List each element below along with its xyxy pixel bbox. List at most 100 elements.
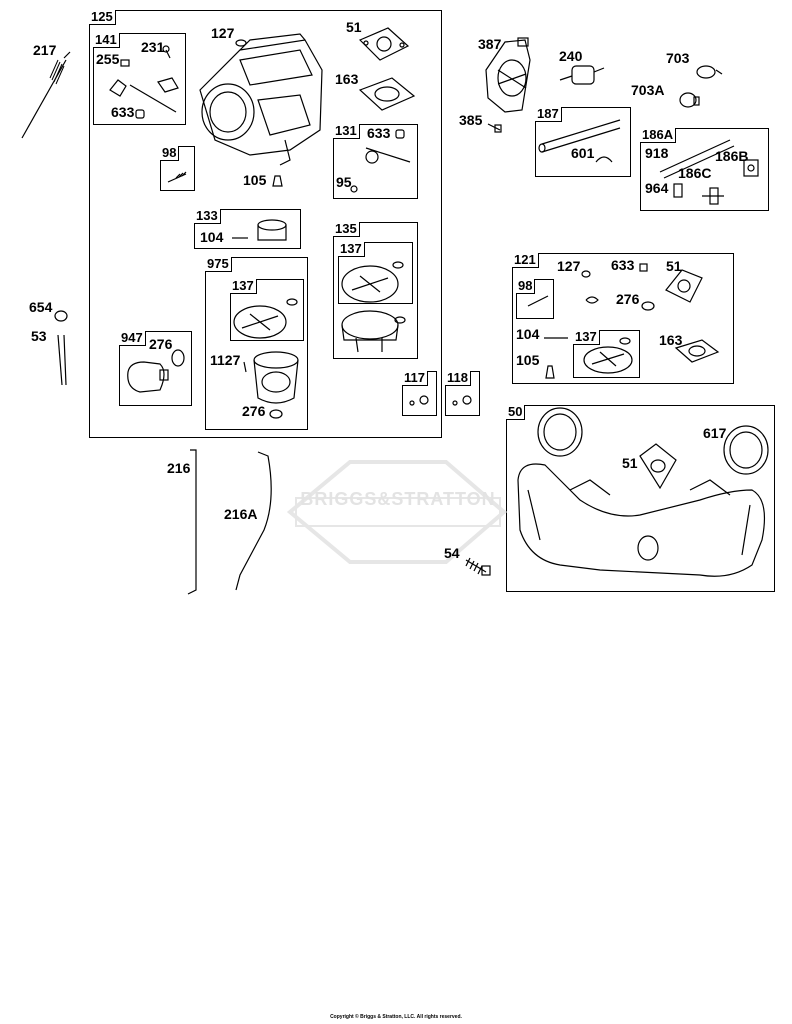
copyright-notice: Copyright © Briggs & Stratton, LLC. All … <box>330 1014 462 1020</box>
label-186C: 186C <box>678 165 712 181</box>
jet-105a-icon <box>272 175 283 187</box>
label-95: 95 <box>336 174 352 190</box>
diaphragm-137a-icon <box>341 261 404 303</box>
box-label-131: 131 <box>333 124 360 139</box>
fitting-186C-icon <box>702 187 724 205</box>
box-label-125: 125 <box>89 10 116 25</box>
label-703A: 703A <box>631 82 665 98</box>
box-label-50: 50 <box>506 405 526 420</box>
screw-117-icon <box>409 395 429 406</box>
assembly-box-975 <box>205 257 308 430</box>
label-105a: 105 <box>243 172 267 188</box>
label-964: 964 <box>645 180 669 196</box>
label-387: 387 <box>478 36 502 52</box>
screw-98a-icon <box>167 171 187 183</box>
label-633b: 633 <box>367 125 391 141</box>
label-104a: 104 <box>200 229 224 245</box>
assembly-box-187 <box>535 107 631 177</box>
assembly-box-141 <box>93 33 186 125</box>
label-186B: 186B <box>715 148 749 164</box>
label-601: 601 <box>571 145 595 161</box>
label-703: 703 <box>666 50 690 66</box>
fuel-pump-387-icon <box>485 37 531 113</box>
label-217: 217 <box>33 42 57 58</box>
float-133-icon <box>232 219 287 241</box>
oring-276c-icon <box>641 301 655 311</box>
fuel-line-187-icon <box>538 119 621 163</box>
diaphragm-137b-icon <box>233 298 298 339</box>
fuel-line-918-icon <box>659 139 735 179</box>
stud-53-icon <box>57 334 67 386</box>
label-385: 385 <box>459 112 483 128</box>
fuel-filter-240-icon <box>559 65 605 85</box>
box-label-187: 187 <box>535 107 562 122</box>
ring-127-icon <box>235 39 247 47</box>
nut-654-icon <box>54 310 68 322</box>
assembly-box-186A <box>640 128 769 211</box>
assembly-box-135 <box>333 222 418 359</box>
label-231: 231 <box>141 39 165 55</box>
label-276b: 276 <box>242 403 266 419</box>
box-label-137a: 137 <box>338 242 365 257</box>
box-label-133: 133 <box>194 209 221 224</box>
spring-121-icon <box>585 296 599 304</box>
clamp-703A-icon <box>679 92 700 108</box>
screw-98b-icon <box>527 295 549 307</box>
box-label-135: 135 <box>333 222 360 237</box>
label-654: 654 <box>29 299 53 315</box>
clamp-703-icon <box>696 65 723 79</box>
valve-186B-icon <box>743 159 759 177</box>
jet-105b-icon <box>545 365 555 379</box>
rod-216A-icon <box>235 451 272 591</box>
assembly-box-50 <box>506 405 775 592</box>
label-918: 918 <box>645 145 669 161</box>
label-216: 216 <box>167 460 191 476</box>
label-276c: 276 <box>616 291 640 307</box>
label-163a: 163 <box>335 71 359 87</box>
label-51b: 51 <box>666 258 682 274</box>
assembly-box-137b <box>230 279 304 341</box>
label-617: 617 <box>703 425 727 441</box>
diaphragm-137c-icon <box>583 337 633 374</box>
box-label-121: 121 <box>512 253 539 268</box>
screw-231-icon <box>162 45 171 59</box>
screw-118-icon <box>452 395 472 406</box>
rod-216-icon <box>187 449 197 595</box>
bushing-633a-icon <box>135 109 145 119</box>
throttle-shaft-131-icon <box>350 129 411 193</box>
box-label-98b: 98 <box>516 279 536 294</box>
box-label-186A: 186A <box>640 128 677 143</box>
box-label-118: 118 <box>445 371 471 386</box>
label-105b: 105 <box>516 352 540 368</box>
assembly-box-125 <box>89 10 442 438</box>
screw-385-icon <box>487 123 502 133</box>
box-label-137b: 137 <box>230 279 257 294</box>
assembly-box-131 <box>333 124 418 199</box>
label-104b: 104 <box>516 326 540 342</box>
label-276a: 276 <box>149 336 173 352</box>
label-255: 255 <box>96 51 120 67</box>
box-label-117: 117 <box>402 371 428 386</box>
label-633c: 633 <box>611 257 635 273</box>
intake-manifold-50-icon <box>517 407 769 577</box>
carburetor-body-icon <box>199 33 323 166</box>
box-label-137c: 137 <box>573 330 600 345</box>
assembly-box-137c <box>573 330 640 378</box>
label-127b: 127 <box>557 258 581 274</box>
screw-255-icon <box>120 59 130 67</box>
label-240: 240 <box>559 48 583 64</box>
ring-127b-icon <box>581 270 591 278</box>
filter-964-icon <box>673 183 683 198</box>
assembly-box-137a <box>338 242 413 304</box>
label-127a: 127 <box>211 25 235 41</box>
brand-watermark: BRIGGS&STRATTON <box>300 489 496 509</box>
box-label-98a: 98 <box>160 146 180 161</box>
label-163b: 163 <box>659 332 683 348</box>
float-bowl-975-icon <box>243 351 299 419</box>
label-633a: 633 <box>111 104 135 120</box>
label-51c: 51 <box>622 455 638 471</box>
label-1127: 1127 <box>210 352 241 368</box>
gasket-163b-icon <box>674 339 720 363</box>
